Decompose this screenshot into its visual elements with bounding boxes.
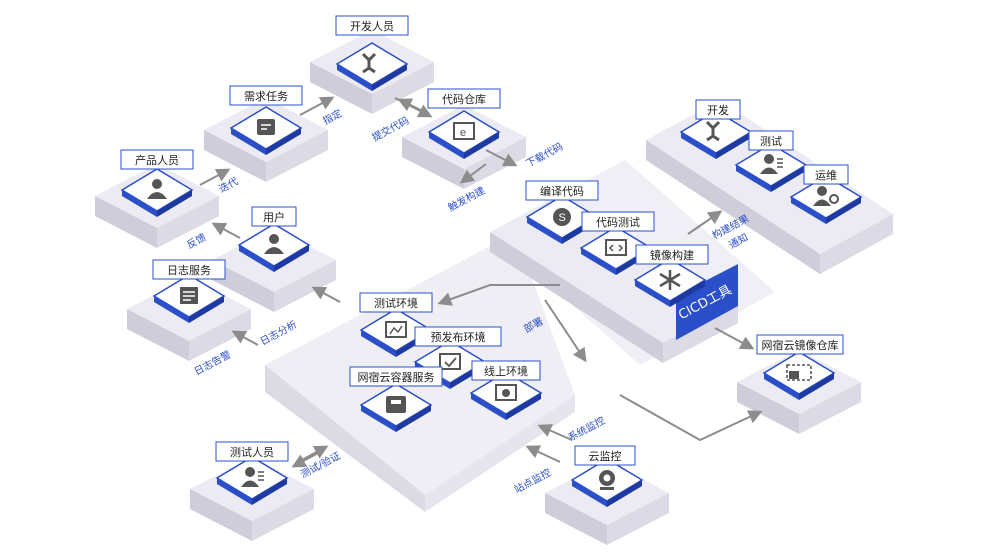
arrow-cicd-to-registry xyxy=(714,327,755,350)
edge-assign: 指定 xyxy=(320,106,344,127)
compile-icon: S xyxy=(525,195,599,244)
edge-trigger-build: 触发构建 xyxy=(446,184,487,214)
arrow-repo-to-cicd xyxy=(485,149,518,167)
developer-icon xyxy=(335,42,409,91)
arrow-cicd-to-online-env xyxy=(544,299,587,363)
arrow-monitor-to-env xyxy=(537,424,573,441)
label-team-ops: 运维 xyxy=(815,169,837,182)
image-build-icon xyxy=(633,258,707,307)
arrow-user-to-product xyxy=(211,222,241,239)
test-icon xyxy=(734,143,808,192)
image-registry-icon xyxy=(762,351,836,400)
svg-text:e: e xyxy=(460,127,466,139)
arrow-cicd-to-repo xyxy=(459,163,487,184)
label-code-test: 代码测试 xyxy=(596,216,640,229)
log-icon xyxy=(152,274,226,323)
edge-site-monitor: 站点监控 xyxy=(512,466,553,496)
arrow-cicd-to-team xyxy=(687,210,723,235)
edge-download: 下载代码 xyxy=(524,141,565,170)
arrow-cicd-to-test-env xyxy=(437,284,560,306)
checklist-icon xyxy=(229,106,303,155)
ops-icon xyxy=(789,175,863,224)
edge-test-verify: 测试/验证 xyxy=(298,449,342,481)
edge-feedback: 反馈 xyxy=(184,230,208,251)
edge-system-monitor: 系统监控 xyxy=(566,414,607,444)
arrow-env-to-log xyxy=(231,330,259,346)
edge-iterate: 迭代 xyxy=(217,175,240,195)
label-team-dev: 开发 xyxy=(707,103,729,117)
label-test-env: 测试环境 xyxy=(374,296,418,310)
arrow-env-to-registry xyxy=(619,394,763,442)
user-icon xyxy=(237,223,311,272)
arrow-env-to-tester xyxy=(291,451,321,468)
label-requirement: 需求任务 xyxy=(244,90,288,103)
developer-icon xyxy=(679,110,753,159)
label-tester: 测试人员 xyxy=(230,446,274,459)
svg-text:S: S xyxy=(559,212,566,224)
label-log-service: 日志服务 xyxy=(167,264,211,277)
label-compile: 编译代码 xyxy=(540,184,584,198)
arrow-env-to-user xyxy=(311,286,341,303)
person-icon xyxy=(120,168,194,217)
label-product: 产品人员 xyxy=(135,153,179,167)
camera-monitor-icon xyxy=(570,458,644,507)
edge-log-analysis: 日志分析 xyxy=(258,318,299,348)
label-image-build: 镜像构建 xyxy=(650,248,694,262)
arrow-repo-to-developer xyxy=(397,98,426,113)
repository-icon: e xyxy=(427,110,501,159)
label-developer: 开发人员 xyxy=(350,19,394,33)
arrow-product-to-requirement xyxy=(199,168,231,186)
label-code-repo: 代码仓库 xyxy=(442,92,486,106)
test-icon xyxy=(215,456,289,505)
arrows xyxy=(199,96,763,468)
arrow-monitor-to-env-2 xyxy=(525,445,561,463)
label-container-service: 网宿云容器服务 xyxy=(358,370,435,384)
label-online-env: 线上环境 xyxy=(484,364,528,378)
label-prerelease-env: 预发布环境 xyxy=(431,330,486,344)
label-image-registry: 网宿云镜像仓库 xyxy=(762,338,839,352)
label-cloud-monitor: 云监控 xyxy=(589,449,622,463)
label-team-test: 测试 xyxy=(760,135,782,148)
label-user: 用户 xyxy=(263,210,285,224)
container-icon xyxy=(359,383,433,432)
arrow-requirement-to-developer xyxy=(299,96,335,116)
